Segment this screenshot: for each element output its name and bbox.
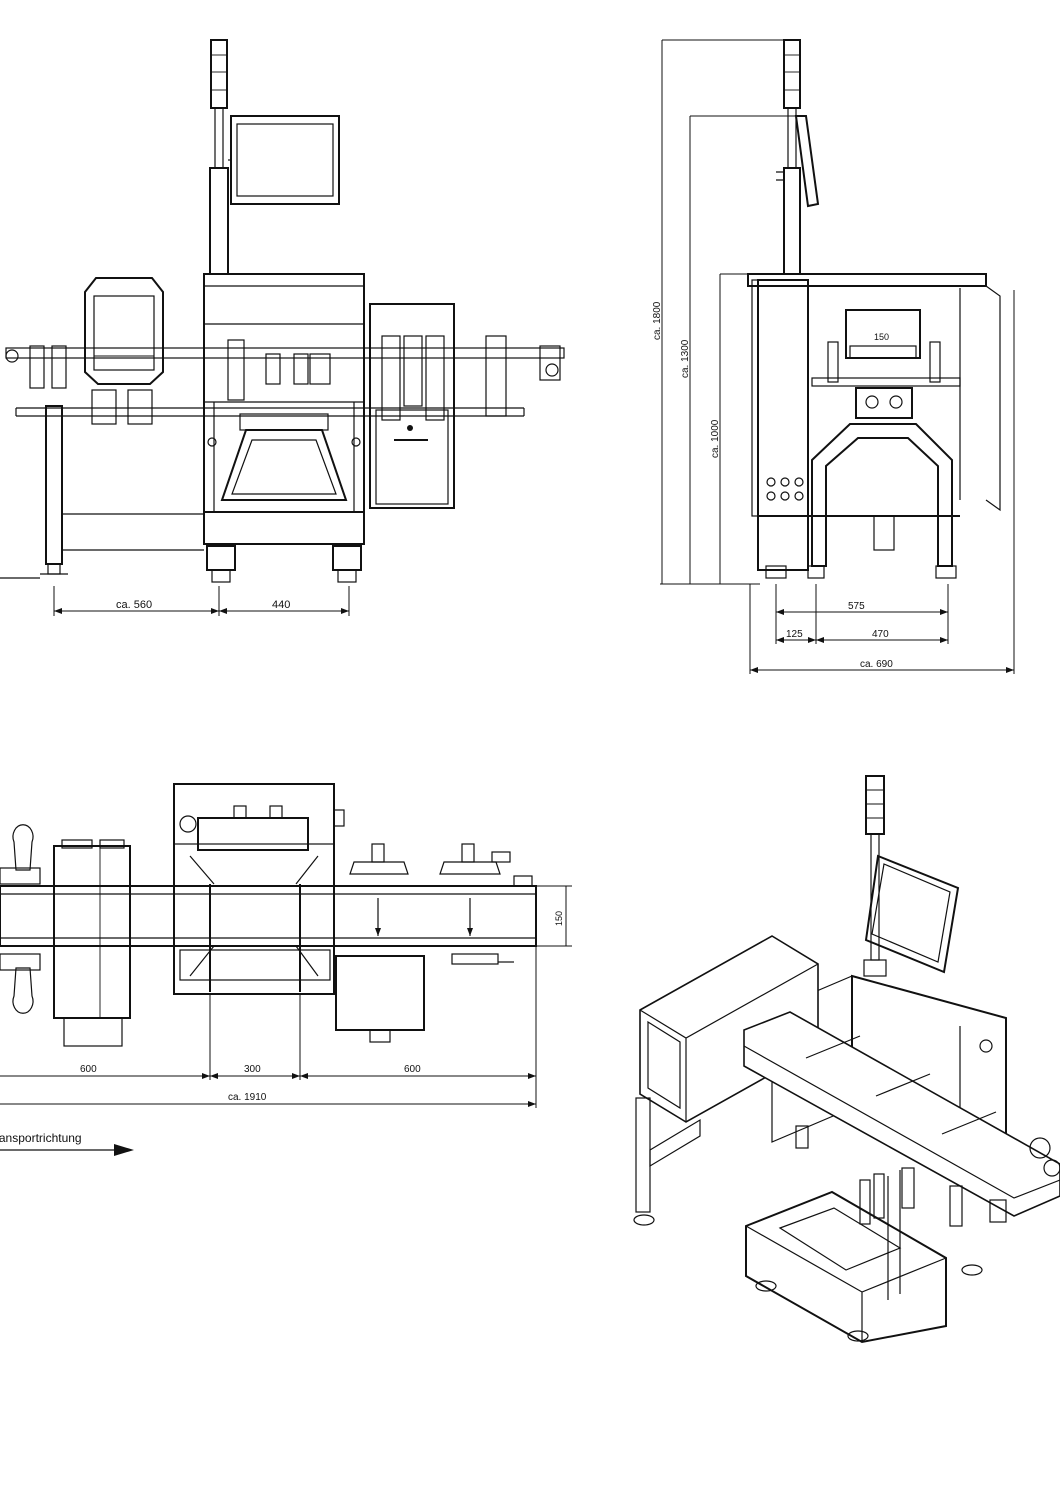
cabinet-side [747, 273, 1001, 579]
isometric-view [633, 775, 1060, 1344]
signal-tower-iso [863, 775, 960, 977]
direction-arrow [0, 1144, 134, 1156]
dim-side-conveyor-height: ca. 1000 [710, 419, 721, 458]
side-vertical-dimensions [660, 39, 796, 585]
front-view: ca. 560 440 [0, 39, 565, 616]
signal-tower-front [209, 39, 229, 275]
weigher-top [173, 783, 345, 995]
dim-top-seg3: 600 [404, 1064, 421, 1075]
dim-side-frame-width: 575 [848, 601, 865, 612]
reject-bin-top [335, 953, 514, 1043]
pushers-iso [795, 1125, 1007, 1227]
dim-top-belt-width: 150 [554, 911, 564, 926]
dim-top-seg1: 600 [80, 1064, 97, 1075]
direction-label: Transportrichtung [0, 1131, 82, 1145]
metal-detector-front [84, 277, 164, 425]
dim-side-screen-height: ca. 1300 [680, 339, 691, 378]
lower-stand-iso [745, 1170, 983, 1344]
conveyor-top [0, 885, 537, 947]
front-dimensions [53, 586, 350, 616]
dim-front-right: 440 [272, 599, 290, 611]
conveyor-front [5, 335, 565, 421]
dim-top-total: ca. 1910 [228, 1092, 267, 1103]
metal-detector-top [53, 839, 131, 1047]
dim-side-left-offset: 125 [786, 629, 803, 640]
monitor-front [228, 115, 340, 205]
pushers-top [349, 843, 533, 887]
dim-front-left: ca. 560 [116, 599, 152, 611]
left-stand-front [0, 405, 204, 579]
dim-side-overall-depth: ca. 690 [860, 659, 893, 670]
cabinet-front [203, 273, 365, 583]
infeed-guides-top [0, 824, 41, 1014]
conveyor-iso [743, 1011, 1060, 1217]
signal-tower-side [776, 39, 820, 275]
side-view: ca. 1800 ca. 1300 ca. 1000 150 575 125 4… [652, 39, 1015, 674]
side-horizontal-dimensions [749, 290, 1015, 674]
metal-detector-iso [633, 935, 819, 1226]
dim-top-seg2: 300 [244, 1064, 261, 1075]
dim-side-overall-height: ca. 1800 [652, 301, 663, 340]
top-horizontal-dimensions [0, 946, 537, 1108]
dim-side-inner-width: 470 [872, 629, 889, 640]
top-view: 150 600 300 600 ca. 1910 Transportrichtu… [0, 783, 572, 1156]
reject-unit-front [369, 303, 455, 509]
side-belt-label: 150 [874, 332, 889, 342]
top-belt-width-dim [536, 885, 572, 947]
